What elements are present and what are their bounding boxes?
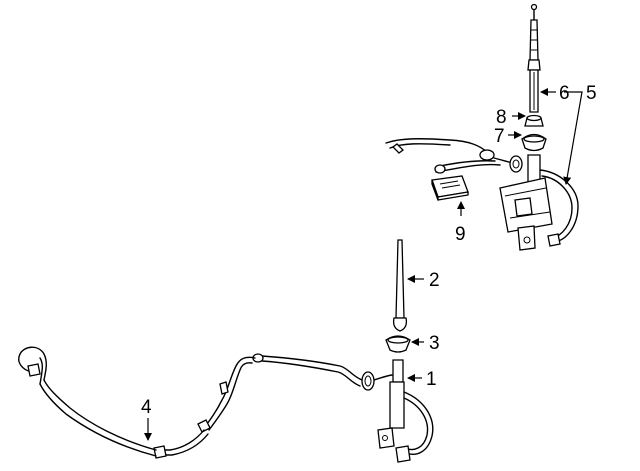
callout-9: 9 [455, 224, 466, 245]
upper-lead-cable [385, 138, 523, 174]
upper-nut [524, 114, 544, 127]
module [431, 175, 469, 201]
leader-arrows [144, 88, 583, 441]
upper-antenna-base [499, 154, 579, 251]
callout-6: 6 [559, 83, 570, 104]
lower-bezel [385, 335, 411, 353]
callout-2: 2 [429, 270, 440, 291]
lower-antenna-mast [392, 239, 408, 332]
long-cable [18, 346, 393, 459]
callout-8: 8 [496, 107, 507, 128]
callout-1: 1 [426, 369, 437, 390]
callout-4: 4 [141, 397, 152, 418]
lower-antenna-assembly [18, 239, 434, 463]
lower-antenna-base [377, 359, 434, 463]
upper-antenna-mast [527, 3, 541, 113]
upper-bezel [521, 133, 547, 152]
upper-antenna-assembly [385, 3, 579, 251]
leader-5 [563, 91, 583, 185]
callout-7: 7 [494, 126, 505, 147]
callout-labels: 1 2 3 4 5 6 7 8 9 [141, 83, 597, 418]
callout-3: 3 [429, 333, 440, 354]
callout-5: 5 [586, 83, 597, 104]
